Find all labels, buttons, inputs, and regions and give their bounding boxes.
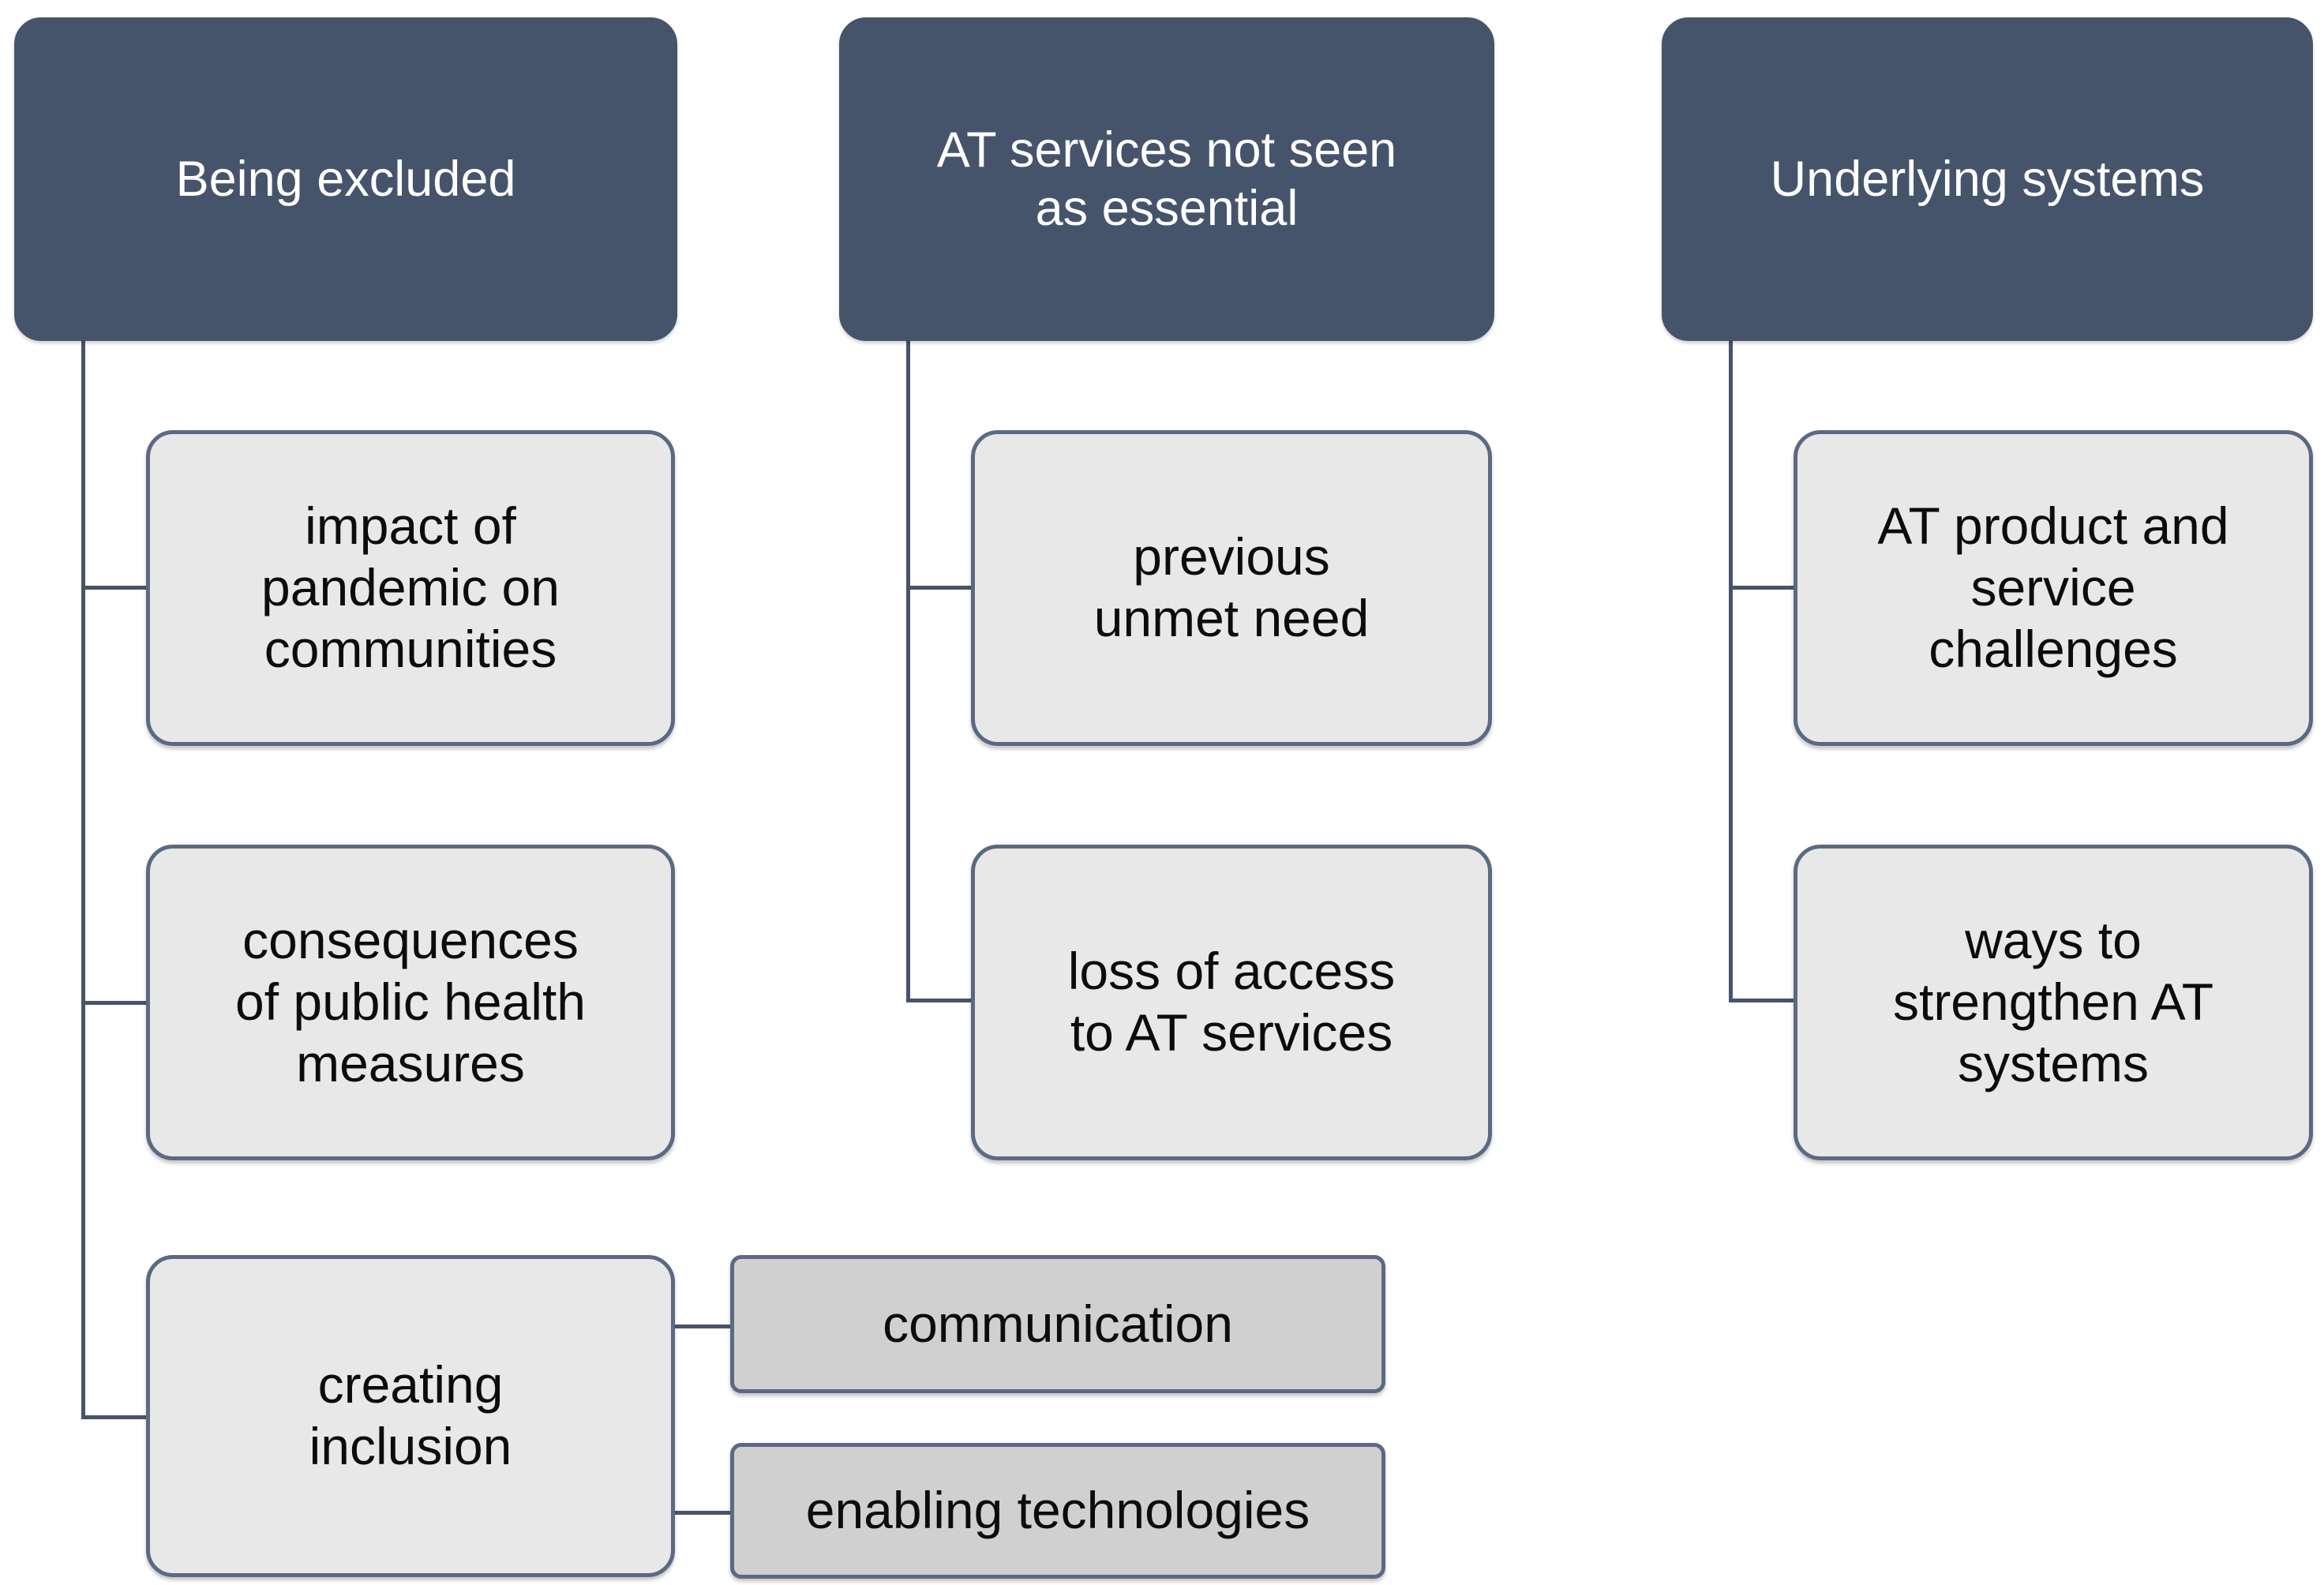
connector-branch-col2-child2 bbox=[906, 999, 976, 1002]
connector-branch-col1-child2 bbox=[81, 1001, 151, 1005]
connector-trunk-col1 bbox=[81, 338, 85, 1419]
connector-branch-col1-child1 bbox=[81, 586, 151, 590]
leaf-label: enabling technologies bbox=[805, 1481, 1310, 1540]
connector-branch-col1-child3 bbox=[81, 1415, 151, 1419]
theme-box-underlying-systems[interactable]: Underlying systems bbox=[1662, 17, 2313, 341]
connector-branch-col3-child2 bbox=[1729, 999, 1798, 1002]
subtheme-label: AT product and service challenges bbox=[1877, 496, 2229, 678]
connector-branch-col2-child1 bbox=[906, 586, 976, 590]
theme-label: AT services not seen as essential bbox=[936, 122, 1397, 236]
connector-trunk-col2 bbox=[906, 338, 910, 1001]
theme-box-being-excluded[interactable]: Being excluded bbox=[14, 17, 677, 341]
subtheme-label: consequences of public health measures bbox=[235, 911, 586, 1092]
subtheme-box-creating-inclusion[interactable]: creating inclusion bbox=[146, 1255, 675, 1577]
subtheme-label: previous unmet need bbox=[1093, 527, 1370, 647]
connector-trunk-col3 bbox=[1729, 338, 1733, 1001]
subtheme-box-at-product-and-service-challenges[interactable]: AT product and service challenges bbox=[1794, 430, 2313, 746]
connector-branch-col3-child1 bbox=[1729, 586, 1798, 590]
subtheme-label: creating inclusion bbox=[309, 1355, 512, 1475]
connector-branch-creating-inclusion-communication bbox=[673, 1325, 732, 1328]
subtheme-label: ways to strengthen AT systems bbox=[1892, 911, 2214, 1092]
leaf-label: communication bbox=[883, 1294, 1233, 1353]
theme-label: Being excluded bbox=[175, 151, 516, 207]
subtheme-box-impact-of-pandemic-on-communities[interactable]: impact of pandemic on communities bbox=[146, 430, 675, 746]
leaf-box-communication[interactable]: communication bbox=[730, 1255, 1385, 1393]
theme-box-at-services-not-seen-as-essential[interactable]: AT services not seen as essential bbox=[839, 17, 1494, 341]
subtheme-label: impact of pandemic on communities bbox=[261, 496, 560, 678]
subtheme-box-loss-of-access-to-at-services[interactable]: loss of access to AT services bbox=[971, 845, 1492, 1160]
leaf-box-enabling-technologies[interactable]: enabling technologies bbox=[730, 1443, 1385, 1579]
subtheme-box-previous-unmet-need[interactable]: previous unmet need bbox=[971, 430, 1492, 746]
connector-branch-creating-inclusion-enabling bbox=[673, 1511, 732, 1515]
theme-label: Underlying systems bbox=[1770, 151, 2205, 207]
subtheme-box-consequences-of-public-health-measures[interactable]: consequences of public health measures bbox=[146, 845, 675, 1160]
subtheme-box-ways-to-strengthen-at-systems[interactable]: ways to strengthen AT systems bbox=[1794, 845, 2313, 1160]
subtheme-label: loss of access to AT services bbox=[1067, 942, 1396, 1062]
